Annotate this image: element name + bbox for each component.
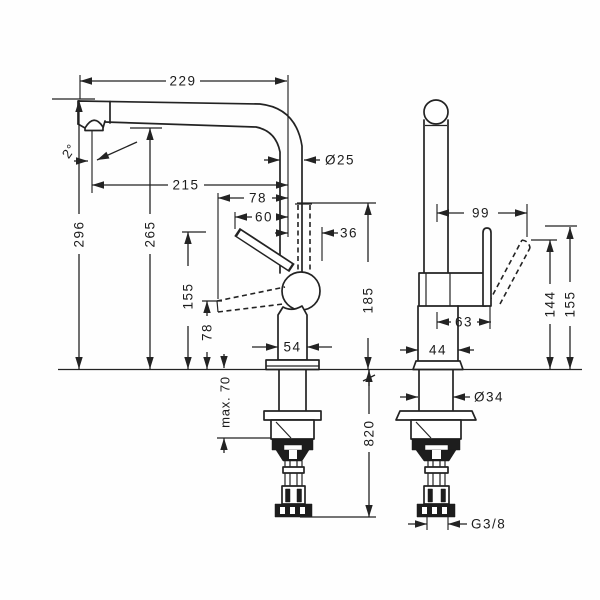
hose-end-slot-1 [280, 507, 285, 514]
label-handle-top-height: 185 [361, 286, 376, 313]
spout-bottom-outline [104, 121, 281, 274]
side-shank [418, 369, 454, 412]
side-bracket-diagonal [415, 421, 432, 439]
hose-end-slot-2 [290, 507, 295, 514]
label-side-handle-height: 155 [563, 290, 578, 317]
mounting-flange [263, 410, 322, 421]
handle-up-hidden-outline [297, 205, 311, 272]
dimension-labels: 229 Ø25 2° 215 78 60 36 296 265 155 78 5… [59, 74, 578, 532]
riser-pipe [423, 119, 449, 274]
dimension-lines [74, 77, 574, 528]
connector-slot-right [296, 488, 302, 503]
ball-joint [281, 271, 321, 311]
label-hose-length: 820 [362, 419, 377, 446]
aerator-dome [84, 119, 104, 129]
side-hose-clip [424, 466, 449, 474]
base-escutcheon [265, 359, 320, 371]
label-handle-offset: 36 [340, 226, 358, 241]
label-side-handle-offset: 63 [455, 315, 473, 330]
dim-820-break [362, 374, 376, 382]
hose-clip [282, 466, 305, 474]
lever-down-tip [216, 300, 219, 313]
hose-end-slot-3 [300, 507, 305, 514]
bracket-diagonal [275, 421, 292, 439]
nut-slot [289, 450, 297, 459]
label-spout-pipe-diameter: Ø25 [325, 153, 355, 168]
label-total-height: 296 [72, 220, 87, 247]
side-nut-slot [432, 450, 441, 459]
label-max-counter-thickness: max. 70 [218, 376, 233, 428]
front-view [77, 100, 322, 518]
label-handle-tip-height: 155 [181, 282, 196, 309]
side-handle-bar [482, 227, 492, 307]
side-escutcheon [412, 360, 464, 371]
side-bracket [410, 419, 462, 440]
side-view [395, 99, 531, 518]
lever-down-hidden [216, 286, 286, 313]
label-spout-reach: 229 [169, 74, 196, 89]
side-connector-slot-right [440, 488, 446, 503]
side-lever-swung-hidden [488, 239, 531, 305]
label-spout-angle: 2° [59, 141, 79, 161]
cartridge-body [418, 272, 487, 307]
label-handle-reach-down: 78 [249, 191, 267, 206]
side-hose-end-slot-1 [422, 507, 427, 514]
side-mounting-nut [411, 438, 461, 451]
label-handle-down-height: 78 [200, 323, 215, 341]
ext-thread [426, 517, 449, 530]
spout-bend-circle [423, 99, 449, 125]
label-aerator-reach: 215 [172, 178, 199, 193]
label-side-body-width: 44 [429, 343, 447, 358]
dim-2deg-leader [96, 141, 138, 161]
side-flange [395, 410, 477, 421]
label-swung-handle-height: 144 [543, 290, 558, 317]
label-outlet-height: 265 [143, 220, 158, 247]
aerator-outline [77, 120, 106, 132]
spout-top-outline [77, 100, 303, 274]
cartridge-grooves [425, 273, 451, 306]
side-hose-end-slot-2 [432, 507, 437, 514]
label-handle-reach-up: 60 [255, 210, 273, 225]
label-side-reach: 99 [472, 206, 490, 221]
label-connection-thread: G3/8 [471, 517, 506, 532]
shank [278, 369, 307, 412]
label-shank-diameter: Ø34 [474, 390, 504, 405]
side-connector-slot-left [427, 488, 433, 503]
label-body-width: 54 [283, 340, 301, 355]
side-lever-swung-tip [521, 239, 531, 249]
connector-slot-left [285, 488, 291, 503]
lever-face [237, 230, 292, 270]
side-hose-end-slot-3 [442, 507, 447, 514]
mounting-nut [271, 438, 314, 451]
